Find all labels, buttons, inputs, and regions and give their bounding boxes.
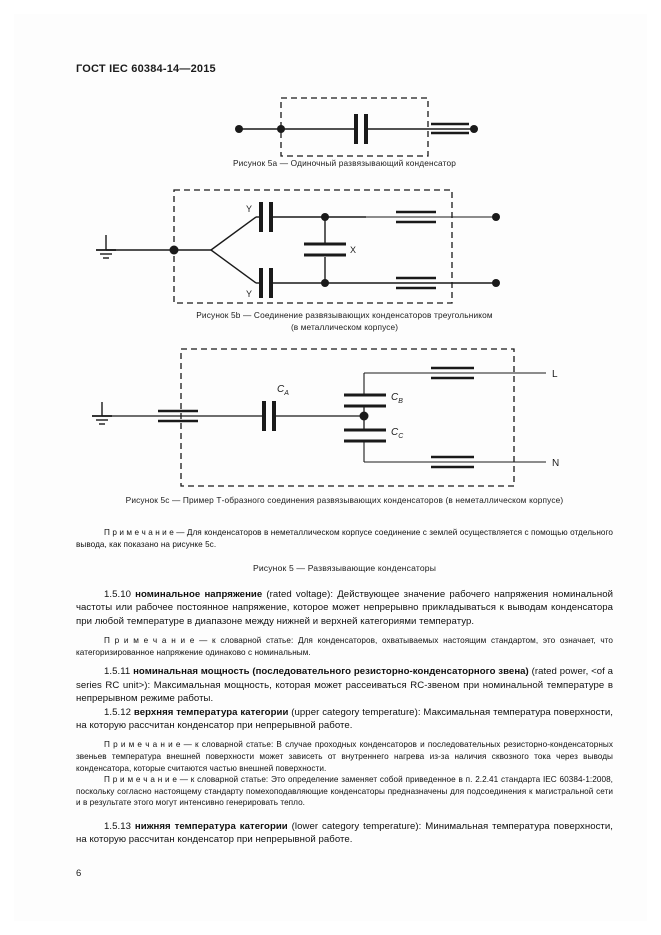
note-text: — к словарной статье: В случае проходных… [76,740,614,773]
section-text: (rated voltage): Действующее значение ра… [76,589,613,627]
section-text: (lower category temperature): Минимальна… [76,821,613,846]
terminal-dot-upper [492,213,500,221]
label-n: N [552,458,559,469]
section-term: номинальное напряжение [135,589,263,600]
figure-5b-diagram: Y Y X [76,182,613,310]
label-cc: CC [391,427,404,440]
figure-note-block: П р и м е ч а н и е — Для конденсаторов … [76,527,613,550]
section-number: 1.5.12 [104,706,131,718]
note-1-5-12-a: П р и м е ч а н и е — к словарной статье… [76,739,613,774]
terminal-dot-lower [492,279,500,287]
definitions-block: 1.5.10 номинальное напряжение (rated vol… [76,588,613,847]
section-text: (rated power, <of a series RC unit>): Ма… [76,666,613,705]
junction-dot-ground [169,245,179,255]
section-number: 1.5.10 [104,589,131,600]
section-number: 1.5.13 [104,821,131,832]
label-cb: CB [391,392,403,405]
section-text: (upper category temperature): Максимальн… [76,706,613,732]
note-text: — к словарной статье: Для конденсаторов,… [76,636,613,657]
figure-5a: Рисунок 5a — Одиночный развязывающий кон… [76,86,613,170]
document-header: ГОСТ IEC 60384-14—2015 [76,63,216,75]
note-prefix: П р и м е ч а н и е [104,636,195,646]
junction-dot-lower [321,279,329,287]
note-text: — к словарной статье: Это определение за… [76,775,613,808]
figure-5c-diagram: CA CB CC L N [76,340,613,495]
label-l: L [552,369,558,380]
figure-group-title: Рисунок 5 — Развязывающие конденсаторы [252,563,437,573]
section-1-5-12: 1.5.12 верхняя температура категории (up… [76,706,613,733]
section-term: номинальная мощность (последовательного … [133,666,529,678]
figure-note-prefix: П р и м е ч а н и е [104,528,174,537]
page-sheet: ГОСТ IEC 60384-14—2015 [14,14,647,921]
section-1-5-13: 1.5.13 нижняя температура категории (low… [76,820,613,847]
note-1-5-10: П р и м е ч а н и е — к словарной статье… [76,635,613,658]
junction-dot-upper [321,213,329,221]
section-number: 1.5.11 [104,666,131,678]
note-prefix: П р и м е ч а н и е [104,740,181,750]
figure-5b: Y Y X Рисунок 5b — Соединение развязываю… [76,182,613,333]
figure-5a-diagram [76,86,613,158]
label-ca: CA [277,384,289,397]
section-term: верхняя температура категории [133,706,289,718]
figure-5b-caption-line2: (в металлическом корпусе) [290,321,399,332]
note-prefix: П р и м е ч а н и е [104,775,178,785]
note-1-5-12-b: П р и м е ч а н и е — к словарной статье… [76,774,613,809]
figure-note: П р и м е ч а н и е — Для конденсаторов … [76,527,613,550]
junction-dot [277,125,285,133]
figure-5b-caption: Рисунок 5b — Соединение развязывающих ко… [196,310,493,320]
figure-5c-caption: Рисунок 5c — Пример Т-образного соединен… [125,495,564,505]
section-term: нижняя температура категории [134,821,288,832]
section-1-5-10: 1.5.10 номинальное напряжение (rated vol… [76,588,613,628]
label-x: X [350,245,356,255]
figure-5a-caption: Рисунок 5a — Одиночный развязывающий кон… [232,158,457,168]
label-y-lower: Y [246,289,252,299]
figure-5c: CA CB CC L N Рисунок 5c — Пример Т-образ… [76,340,613,507]
label-y-upper: Y [246,204,252,214]
section-1-5-11: 1.5.11 номинальная мощность (последовате… [76,665,613,705]
terminal-dot-left [235,125,243,133]
terminal-dot-right [470,125,478,133]
page-number: 6 [76,868,82,879]
junction-dot-center [359,411,369,421]
figure-note-text: — Для конденсаторов в неметаллическом ко… [76,528,613,549]
